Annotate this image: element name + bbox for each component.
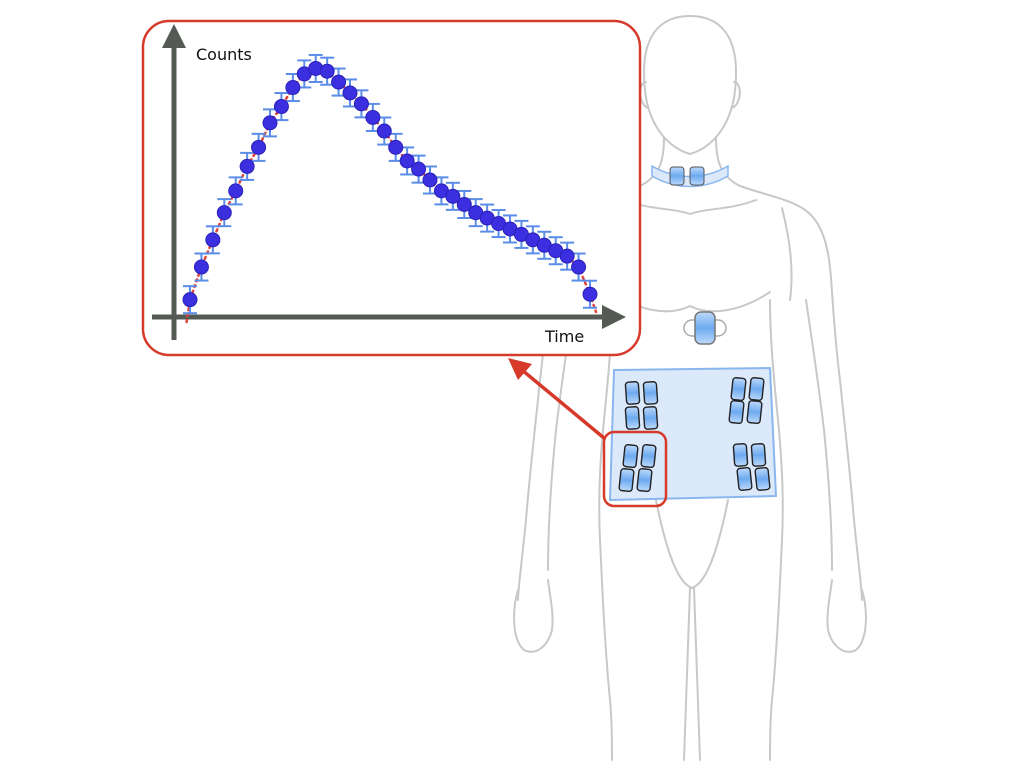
sensor-patch-icon	[624, 406, 641, 430]
sensor-patch-icon	[669, 166, 685, 186]
groin-outline	[655, 499, 729, 589]
sensor-patch-icon	[736, 466, 753, 491]
data-point	[216, 205, 232, 221]
data-point	[342, 85, 358, 101]
x-axis-arrowhead	[602, 305, 626, 329]
sensor-patch-icon	[750, 443, 767, 467]
sensor-patch-icon	[728, 400, 745, 425]
data-point	[285, 80, 301, 96]
ear-right	[731, 81, 741, 109]
sensor-patch-icon	[624, 381, 641, 405]
data-point	[182, 292, 198, 308]
y-axis-arrowhead	[162, 24, 186, 48]
data-point	[582, 286, 598, 302]
sensor-patch-icon	[748, 377, 765, 402]
data-point	[456, 196, 472, 212]
sensor-patch-icon	[754, 466, 771, 491]
data-point	[262, 115, 278, 131]
sensor-cluster-upper-right	[728, 377, 765, 425]
waist-right	[769, 299, 784, 761]
data-point	[228, 183, 244, 199]
sensor-cluster-lower-left	[618, 444, 657, 493]
waist-left	[598, 299, 613, 761]
data-point	[388, 139, 404, 155]
data-point	[205, 232, 221, 248]
sensor-cluster-lower-right	[732, 443, 771, 491]
data-point	[422, 172, 438, 188]
sensor-patch-icon	[730, 377, 747, 402]
chest-sensor	[683, 311, 727, 345]
data-point	[251, 139, 267, 155]
data-point	[411, 161, 427, 177]
data-point	[319, 63, 335, 79]
sensor-patch-icon	[746, 400, 763, 425]
data-point	[353, 96, 369, 112]
data-point	[331, 74, 347, 90]
data-point	[365, 109, 381, 125]
sensor-patch-icon	[642, 381, 659, 405]
hand-right	[826, 579, 867, 653]
arm-right-inner	[805, 299, 833, 571]
shoulder-right-inner	[781, 207, 793, 301]
data-points	[182, 60, 598, 308]
sensor-patch-icon	[642, 406, 659, 430]
sensor-patch-icon	[622, 444, 639, 469]
sensor-patch-icon	[636, 468, 653, 493]
data-point	[399, 153, 415, 169]
legs-inner	[683, 587, 701, 761]
x-axis-label: Time	[544, 327, 584, 346]
data-point	[445, 188, 461, 204]
hand-left	[513, 579, 554, 653]
highlight-box	[602, 430, 668, 508]
arrow-up-left-icon	[508, 358, 606, 440]
data-point	[193, 259, 209, 275]
sensor-patch-icon	[689, 166, 705, 186]
neck-sensor	[651, 164, 729, 188]
chart-axes: Counts Time	[152, 24, 626, 346]
sensor-patch-icon	[640, 444, 657, 469]
chart-callout-panel	[141, 19, 642, 357]
sensor-patch-icon	[694, 311, 716, 345]
abdomen-patch	[608, 366, 778, 502]
torso-right-outline	[715, 137, 863, 601]
data-point	[571, 259, 587, 275]
sensor-cluster-upper-left	[624, 381, 659, 430]
data-point	[239, 158, 255, 174]
sensor-patch-icon	[618, 468, 635, 493]
y-axis-label: Counts	[196, 45, 252, 64]
data-point	[273, 99, 289, 115]
sensor-patch-icon	[732, 443, 749, 467]
collarbones	[623, 199, 757, 215]
head-outline	[643, 15, 737, 155]
data-point	[559, 248, 575, 264]
data-point	[376, 123, 392, 139]
